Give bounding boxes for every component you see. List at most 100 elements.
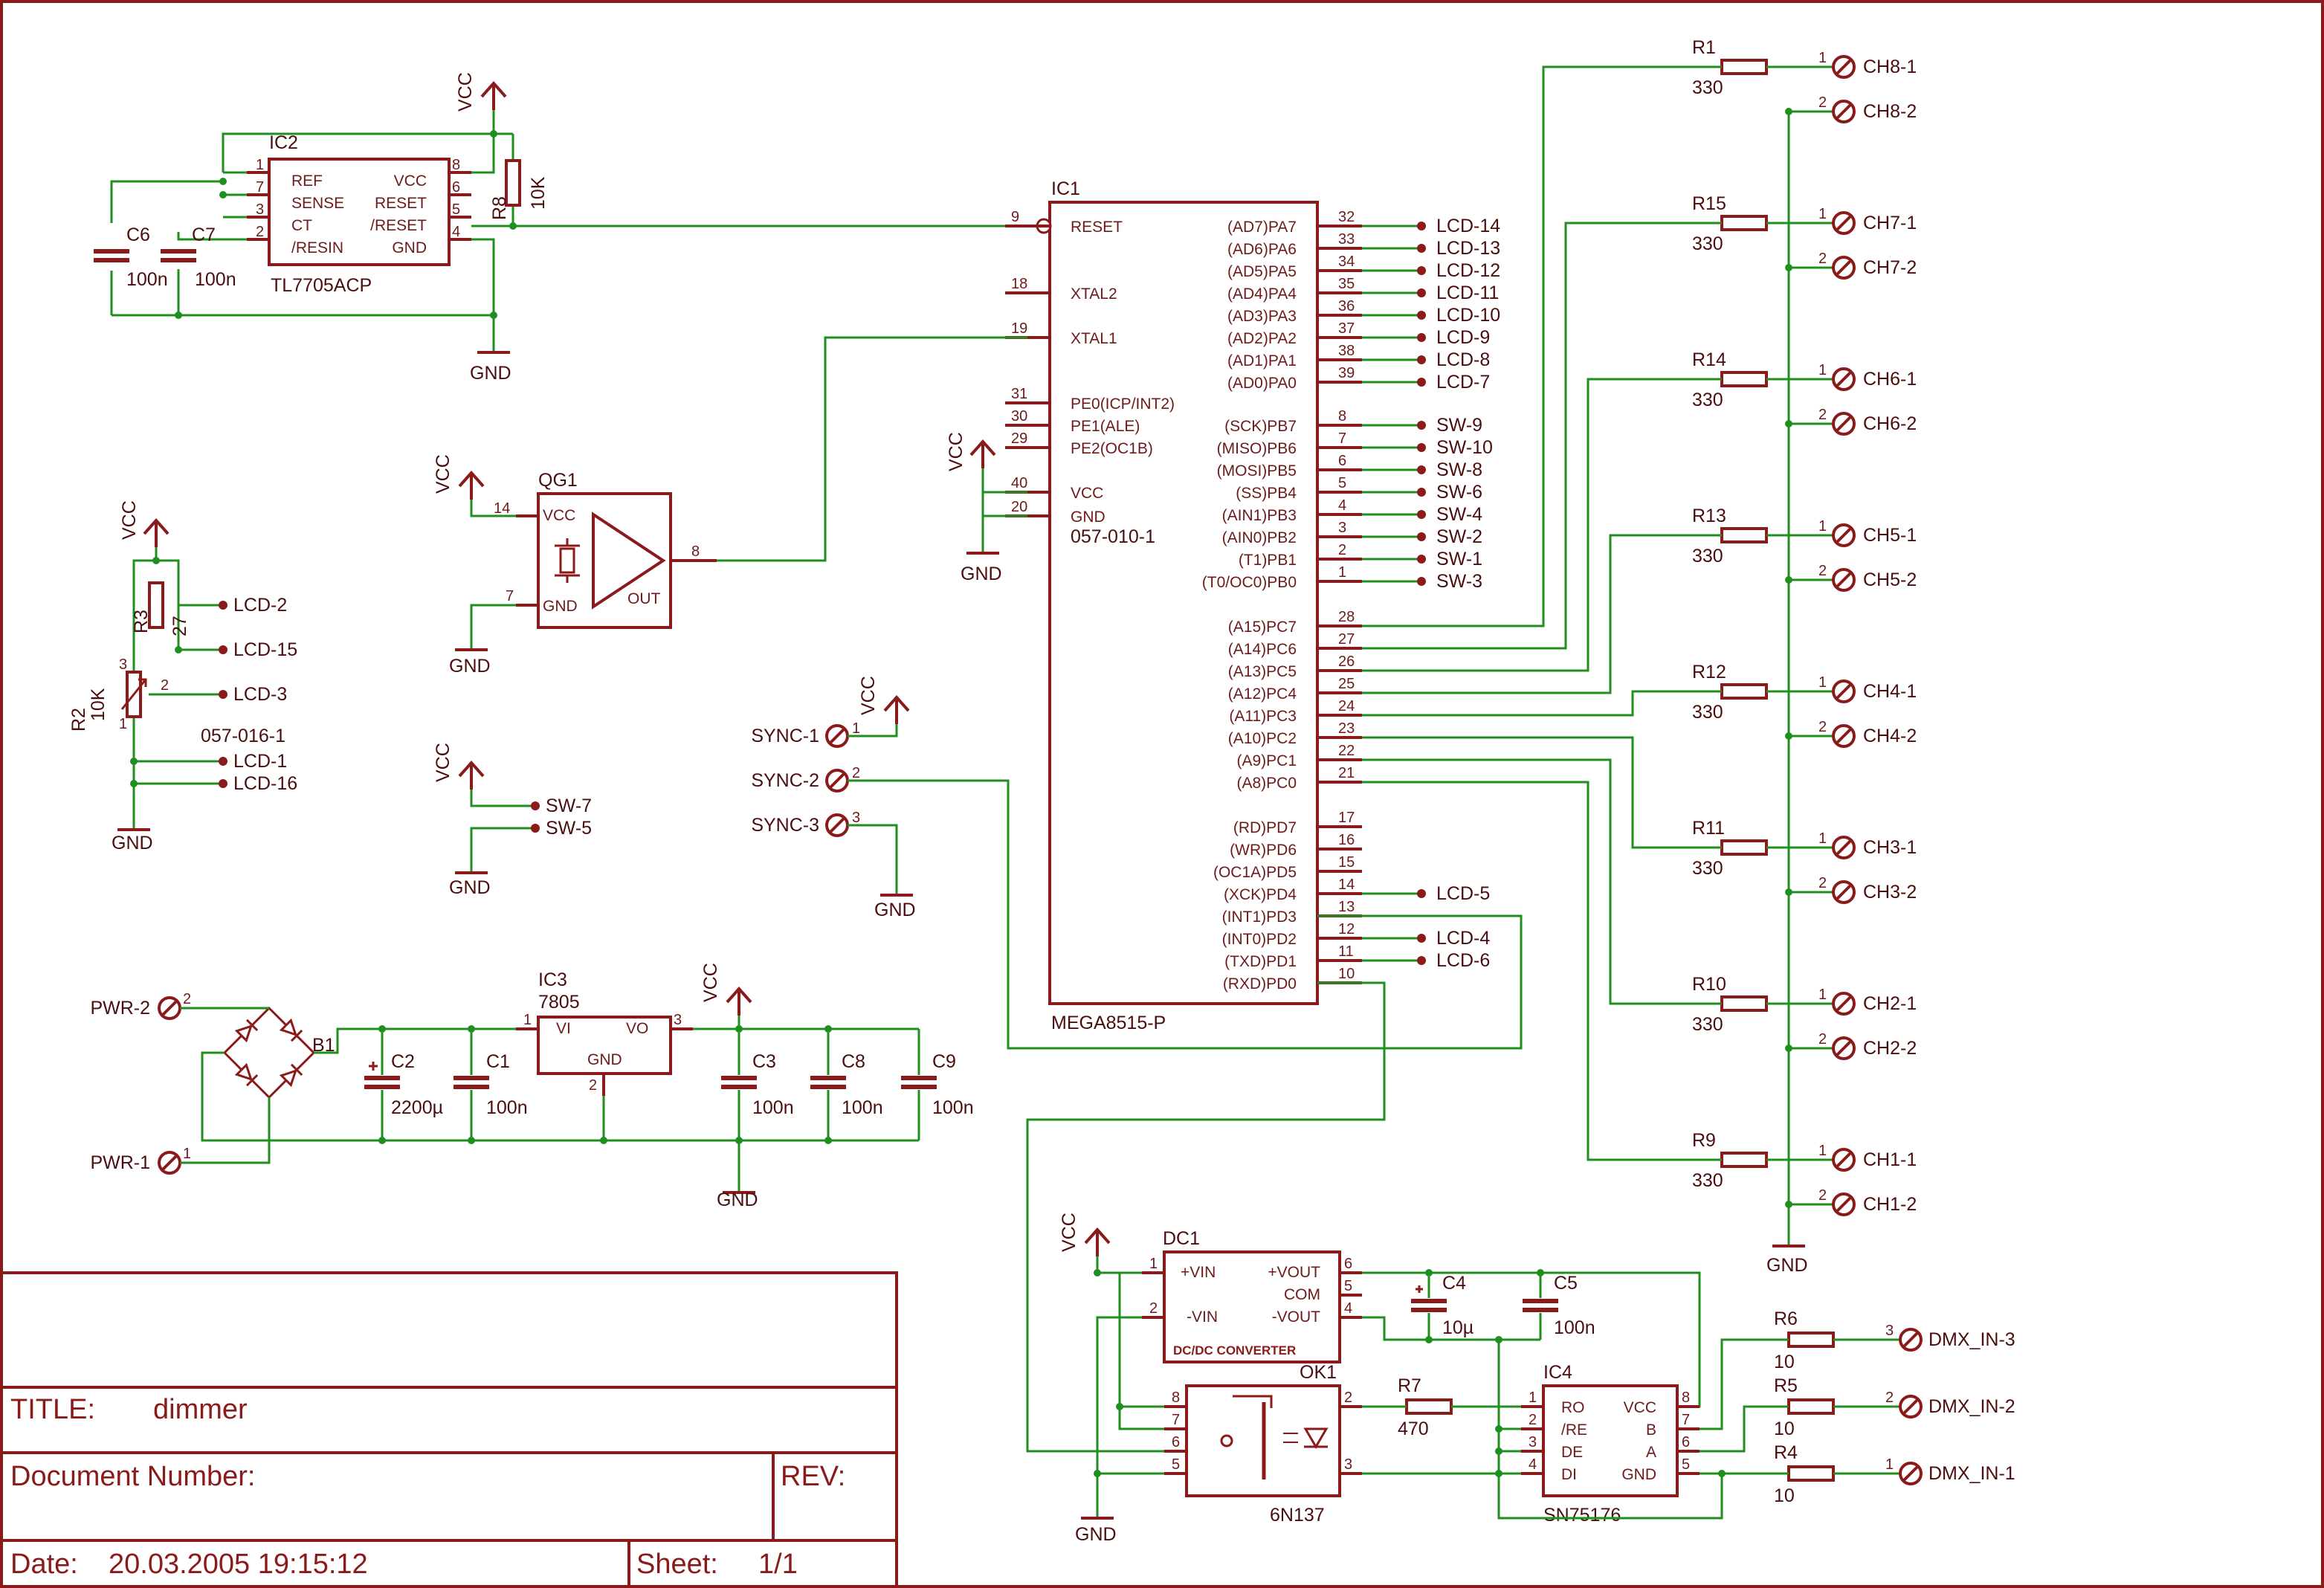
net-label: SW-9 bbox=[1436, 415, 1482, 436]
net-label: LCD-4 bbox=[1436, 928, 1490, 949]
svg-text:10K: 10K bbox=[528, 176, 549, 210]
svg-text:CH5-2: CH5-2 bbox=[1863, 569, 1917, 590]
net-label-dot bbox=[1417, 355, 1426, 364]
svg-text:3: 3 bbox=[119, 656, 127, 673]
svg-text:23: 23 bbox=[1338, 720, 1355, 737]
svg-text:GND: GND bbox=[449, 877, 491, 898]
svg-text:C2: C2 bbox=[391, 1051, 415, 1072]
svg-text:GND: GND bbox=[1766, 1255, 1808, 1276]
svg-text:330: 330 bbox=[1692, 1170, 1723, 1191]
ch-connector bbox=[1832, 1148, 1856, 1172]
svg-text:-VOUT: -VOUT bbox=[1272, 1308, 1321, 1326]
svg-text:100n: 100n bbox=[932, 1097, 974, 1118]
svg-text:CH2-1: CH2-1 bbox=[1863, 993, 1917, 1014]
svg-text:R11: R11 bbox=[1692, 818, 1725, 839]
svg-text:VCC: VCC bbox=[1059, 1213, 1079, 1252]
ch-connector bbox=[1832, 55, 1856, 79]
ch-connector bbox=[1832, 100, 1856, 123]
svg-text:DC/DC CONVERTER: DC/DC CONVERTER bbox=[1173, 1343, 1296, 1358]
svg-text:31: 31 bbox=[1011, 386, 1027, 402]
svg-text:1: 1 bbox=[256, 157, 264, 173]
svg-text:2: 2 bbox=[1344, 1390, 1352, 1406]
svg-text:13: 13 bbox=[1338, 899, 1355, 915]
ch-connector bbox=[1832, 680, 1856, 703]
svg-text:1: 1 bbox=[1818, 674, 1827, 691]
svg-text:VCC: VCC bbox=[433, 454, 453, 494]
power-supply: PWR-2 PWR-1 2 1 B1 C2 2200µ C1 100n IC3 … bbox=[90, 963, 973, 1210]
svg-text:R10: R10 bbox=[1692, 974, 1726, 995]
svg-text:GND: GND bbox=[449, 656, 491, 677]
dmx-in-2-connector bbox=[1899, 1395, 1923, 1418]
svg-text:-VIN: -VIN bbox=[1187, 1308, 1218, 1326]
svg-text:C4: C4 bbox=[1442, 1273, 1466, 1294]
svg-text:(AD0)PA0: (AD0)PA0 bbox=[1227, 375, 1297, 392]
ch-connector bbox=[1832, 211, 1856, 235]
capacitor-c6: C6 100n bbox=[94, 225, 168, 290]
svg-text:20: 20 bbox=[1011, 499, 1027, 515]
net-label-dot bbox=[1417, 288, 1426, 297]
svg-text:2: 2 bbox=[256, 224, 264, 240]
svg-text:SW-5: SW-5 bbox=[546, 818, 592, 839]
svg-text:R6: R6 bbox=[1774, 1308, 1798, 1329]
svg-text:(A8)PC0: (A8)PC0 bbox=[1236, 775, 1297, 792]
svg-text:15: 15 bbox=[1338, 854, 1355, 871]
svg-text:(WR)PD6: (WR)PD6 bbox=[1230, 842, 1297, 859]
svg-text:VCC: VCC bbox=[1624, 1399, 1656, 1416]
svg-text:(MISO)PB6: (MISO)PB6 bbox=[1217, 440, 1297, 457]
svg-text:17: 17 bbox=[1338, 810, 1355, 826]
svg-text:4: 4 bbox=[1344, 1300, 1352, 1317]
svg-text:100n: 100n bbox=[486, 1097, 528, 1118]
rev-label: REV: bbox=[781, 1461, 845, 1492]
svg-text:VCC: VCC bbox=[700, 963, 721, 1002]
svg-text:100n: 100n bbox=[1554, 1317, 1595, 1338]
svg-text:38: 38 bbox=[1338, 343, 1355, 359]
svg-text:2: 2 bbox=[1818, 251, 1827, 267]
svg-text:16: 16 bbox=[1338, 832, 1355, 848]
ch-connector bbox=[1832, 836, 1856, 859]
svg-text:C1: C1 bbox=[486, 1051, 510, 1072]
svg-text:R14: R14 bbox=[1692, 349, 1726, 370]
svg-text:19: 19 bbox=[1011, 320, 1027, 337]
svg-text:2: 2 bbox=[183, 991, 191, 1007]
svg-text:VI: VI bbox=[556, 1020, 571, 1037]
svg-text:COM: COM bbox=[1284, 1286, 1320, 1303]
svg-text:VCC: VCC bbox=[394, 172, 427, 190]
svg-text:DMX_IN-1: DMX_IN-1 bbox=[1928, 1463, 2015, 1484]
svg-text:C7: C7 bbox=[192, 225, 216, 245]
svg-text:21: 21 bbox=[1338, 765, 1355, 781]
net-label: LCD-14 bbox=[1436, 216, 1500, 236]
svg-text:(A15)PC7: (A15)PC7 bbox=[1228, 619, 1297, 636]
svg-text:DE: DE bbox=[1561, 1444, 1583, 1461]
resistor-r8: R8 10K bbox=[489, 159, 549, 220]
svg-text:OUT: OUT bbox=[627, 590, 661, 607]
net-label: SW-1 bbox=[1436, 549, 1482, 569]
svg-text:1: 1 bbox=[1818, 518, 1827, 535]
ch-connector bbox=[1832, 568, 1856, 592]
svg-text:2: 2 bbox=[589, 1077, 597, 1094]
svg-text:(T1)PB1: (T1)PB1 bbox=[1239, 552, 1297, 569]
svg-text:PE2(OC1B): PE2(OC1B) bbox=[1071, 440, 1153, 457]
svg-text:330: 330 bbox=[1692, 546, 1723, 567]
net-label: LCD-8 bbox=[1436, 349, 1490, 370]
svg-text:(SS)PB4: (SS)PB4 bbox=[1236, 485, 1297, 502]
svg-text:4: 4 bbox=[452, 224, 460, 240]
svg-text:9: 9 bbox=[1011, 209, 1019, 225]
svg-text:(A9)PC1: (A9)PC1 bbox=[1236, 752, 1297, 769]
svg-text:330: 330 bbox=[1692, 702, 1723, 723]
svg-text:2: 2 bbox=[161, 677, 169, 694]
net-label: LCD-6 bbox=[1436, 950, 1490, 971]
net-label-dot bbox=[1417, 956, 1426, 965]
lcd-contrast-section: VCC R3 27 R2 10K 1 2 3 LCD-2 LCD-15 LCD-… bbox=[68, 500, 297, 853]
svg-text:VCC: VCC bbox=[455, 72, 476, 112]
svg-text:6: 6 bbox=[1682, 1434, 1690, 1450]
net-label-dot bbox=[1417, 333, 1426, 342]
svg-text:SYNC-1: SYNC-1 bbox=[751, 726, 819, 746]
svg-text:CH6-1: CH6-1 bbox=[1863, 369, 1917, 390]
svg-text:R8: R8 bbox=[489, 196, 510, 220]
svg-text:100n: 100n bbox=[842, 1097, 883, 1118]
svg-text:R9: R9 bbox=[1692, 1130, 1716, 1151]
svg-text:SENSE: SENSE bbox=[291, 195, 344, 212]
dmx-input-section: DC1 +VIN -VIN +VOUT COM -VOUT DC/DC CONV… bbox=[1026, 981, 2015, 1545]
svg-text:CH7-1: CH7-1 bbox=[1863, 213, 1917, 233]
svg-text:1: 1 bbox=[1885, 1456, 1894, 1473]
